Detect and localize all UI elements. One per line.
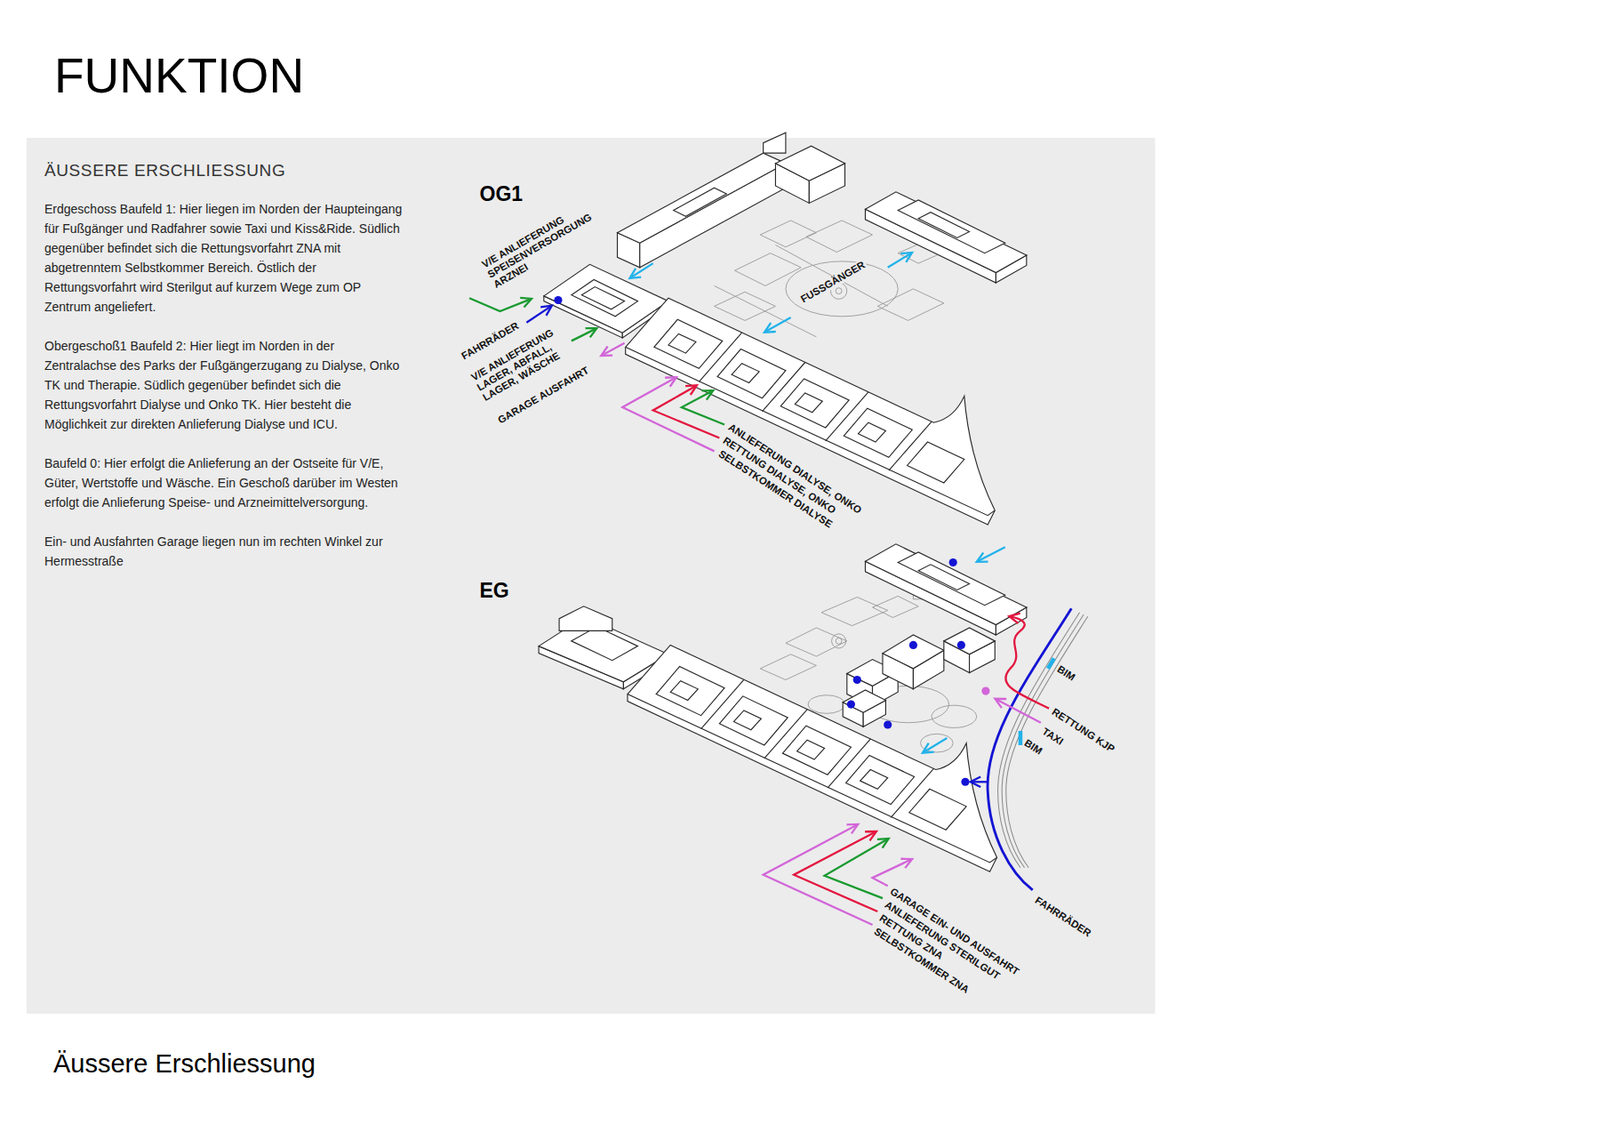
bicycle-route: [987, 608, 1072, 890]
entrance-dot: [553, 296, 562, 304]
panel-heading: ÄUSSERE ERSCHLIESSUNG: [44, 160, 405, 182]
entrance-dot: [847, 558, 991, 786]
page-title: FUNKTION: [54, 51, 304, 101]
access-arrows-eg: [763, 546, 1049, 925]
floor-label: OG1: [480, 184, 524, 205]
building-eg: [538, 544, 1027, 872]
panel-ground: [26, 137, 1156, 1014]
figure-caption: Äussere Erschliessung: [53, 1049, 316, 1079]
access-arrows-og1: [469, 253, 912, 452]
floor-label: EG: [480, 580, 510, 601]
text-column: ÄUSSERE ERSCHLIESSUNG Erdgeschoss Baufeld…: [44, 160, 405, 591]
building-og1: [544, 132, 1027, 525]
tram-track: [998, 612, 1088, 868]
body-text: Obergeschoß1 Baufeld 2: Hier liegt im No…: [44, 336, 405, 434]
body-text: Baufeld 0: Hier erfolgt die Anlieferung …: [44, 453, 405, 512]
body-text: Ein- und Ausfahrten Garage liegen nun im…: [44, 531, 405, 571]
body-text: Erdgeschoss Baufeld 1: Hier liegen im No…: [44, 199, 405, 317]
